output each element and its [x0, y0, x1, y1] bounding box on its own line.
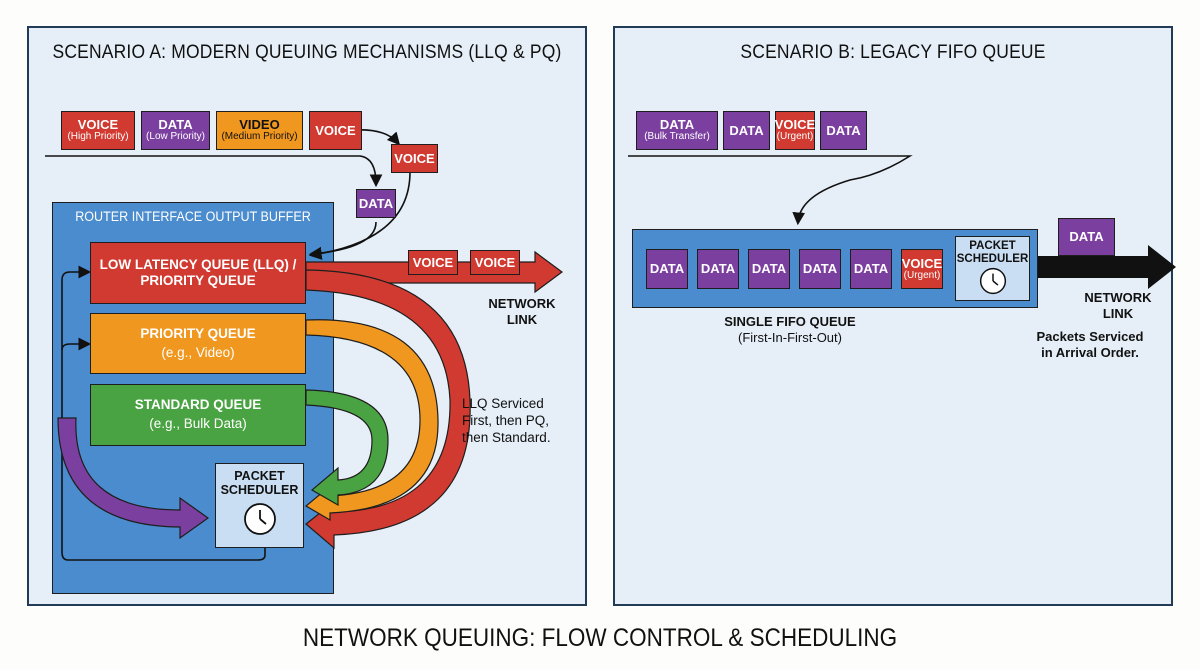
diagram-title: NETWORK QUEUING: FLOW CONTROL & SCHEDULI…: [302, 624, 898, 652]
packet-label: VOICE: [394, 150, 435, 166]
packet-data: DATA: [820, 111, 867, 150]
packet-label: DATA: [1069, 229, 1104, 245]
packet-video-medium: VIDEO (Medium Priority): [216, 111, 303, 150]
fifo-queue-label: SINGLE FIFO QUEUE (First-In-First-Out): [700, 314, 880, 347]
packet-sub: (Low Priority): [146, 131, 205, 143]
queue-name: LOW LATENCY QUEUE (LLQ) /: [99, 256, 297, 272]
fifo-output-arrow: [1038, 245, 1176, 289]
moving-voice-packet: VOICE: [391, 144, 438, 173]
outgoing-data-packet: DATA: [1058, 218, 1115, 256]
packet-sub: (Bulk Transfer): [644, 131, 710, 143]
packet-label: VOICE: [774, 117, 816, 133]
packet-sub: (Medium Priority): [221, 131, 298, 143]
packet-sub: (Urgent): [776, 131, 814, 143]
queue-sub: (e.g., Video): [161, 344, 235, 360]
packet-label: DATA: [802, 261, 838, 277]
clock-icon: [979, 268, 1006, 295]
outgoing-voice-packet: VOICE: [408, 250, 458, 275]
packet-label: VOICE: [315, 122, 356, 138]
packet-label: VOICE: [474, 254, 516, 270]
packet-label: VOICE: [901, 255, 943, 271]
fifo-packet-data: DATA: [697, 249, 739, 289]
note-line: LLQ Serviced: [462, 396, 544, 411]
queue-sub: (e.g., Bulk Data): [149, 416, 247, 431]
queue-name: STANDARD QUEUE: [134, 397, 262, 413]
network-link-label-b: NETWORK LINK: [1080, 290, 1156, 321]
feedback-loop: [61, 265, 266, 561]
note-line: Packets Serviced: [1036, 329, 1144, 344]
clock-icon: [243, 502, 276, 535]
packet-label: DATA: [358, 195, 394, 211]
incoming-line: [45, 155, 383, 188]
priority-queue: PRIORITY QUEUE (e.g., Video): [90, 313, 306, 374]
llq-service-curve: [305, 269, 471, 550]
link-line2: LINK: [1102, 305, 1134, 321]
packet-data: DATA: [723, 111, 770, 150]
fifo-packet-data: DATA: [748, 249, 790, 289]
fifo-packet-voice: VOICE(Urgent): [901, 249, 943, 289]
standard-queue: STANDARD QUEUE (e.g., Bulk Data): [90, 384, 306, 446]
packet-voice-urgent: VOICE (Urgent): [775, 111, 815, 150]
fifo-packet-data: DATA: [646, 249, 688, 289]
link-line1: NETWORK: [1084, 290, 1152, 305]
packet-label: DATA: [649, 261, 685, 277]
scheduler-line2: SCHEDULER: [220, 482, 299, 497]
arrival-order-note: Packets Serviced in Arrival Order.: [1025, 329, 1155, 362]
queue-name: PRIORITY QUEUE: [140, 325, 256, 341]
packet-label: DATA: [700, 261, 736, 277]
feedback-to-pq: [61, 337, 92, 351]
packet-label: DATA: [853, 261, 889, 277]
note-line: then Standard.: [462, 429, 551, 445]
outgoing-voice-packet: VOICE: [470, 250, 520, 275]
link-line2: LINK: [506, 311, 538, 327]
packet-sub: (Urgent): [903, 269, 941, 281]
packet-label: VIDEO: [239, 117, 280, 133]
packet-voice-high: VOICE (High Priority): [61, 111, 135, 150]
scheduler-line1: PACKET: [234, 469, 285, 483]
packet-label: DATA: [729, 122, 764, 138]
scenario-b-title: SCENARIO B: LEGACY FIFO QUEUE: [740, 42, 1046, 63]
packet-sub: (High Priority): [67, 131, 129, 143]
llq-queue: LOW LATENCY QUEUE (LLQ) / PRIORITY QUEUE: [90, 242, 306, 304]
note-line: in Arrival Order.: [1041, 345, 1139, 361]
link-line1: NETWORK: [488, 296, 556, 311]
service-order-note: LLQ Serviced First, then PQ, then Standa…: [462, 396, 551, 447]
scheduler-line1: PACKET: [969, 240, 1016, 252]
queue-name-line2: PRIORITY QUEUE: [140, 272, 256, 288]
buffer-label: ROUTER INTERFACE OUTPUT BUFFER: [75, 209, 311, 224]
packet-data-low: DATA (Low Priority): [141, 111, 210, 150]
incoming-line-b: [628, 155, 913, 226]
scheduler-line2: SCHEDULER: [956, 252, 1029, 265]
packet-label: DATA: [158, 117, 193, 133]
packet-label: DATA: [659, 117, 695, 133]
queue-sub: (First-In-First-Out): [738, 330, 842, 346]
data-down-arrow: [308, 221, 377, 260]
note-line: First, then PQ,: [462, 412, 550, 428]
packet-voice: VOICE: [309, 111, 362, 150]
fifo-packet-data: DATA: [850, 249, 892, 289]
standard-service-curve: [305, 389, 389, 507]
packet-label: DATA: [826, 122, 861, 138]
packet-scheduler-a: PACKET SCHEDULER: [215, 463, 304, 548]
data-service-curve: [57, 417, 210, 540]
packet-scheduler-b: PACKET SCHEDULER: [955, 236, 1030, 301]
network-link-label-a: NETWORK LINK: [484, 296, 560, 327]
packet-label: VOICE: [77, 117, 119, 133]
pq-service-curve: [304, 319, 439, 522]
packet-label: DATA: [751, 261, 787, 277]
packet-data-bulk: DATA (Bulk Transfer): [636, 111, 718, 150]
packet-label: VOICE: [412, 254, 454, 270]
scenario-a-title: SCENARIO A: MODERN QUEUING MECHANISMS (L…: [52, 42, 562, 63]
queue-name: SINGLE FIFO QUEUE: [724, 314, 856, 329]
fifo-packet-data: DATA: [799, 249, 841, 289]
moving-data-packet: DATA: [356, 189, 396, 218]
